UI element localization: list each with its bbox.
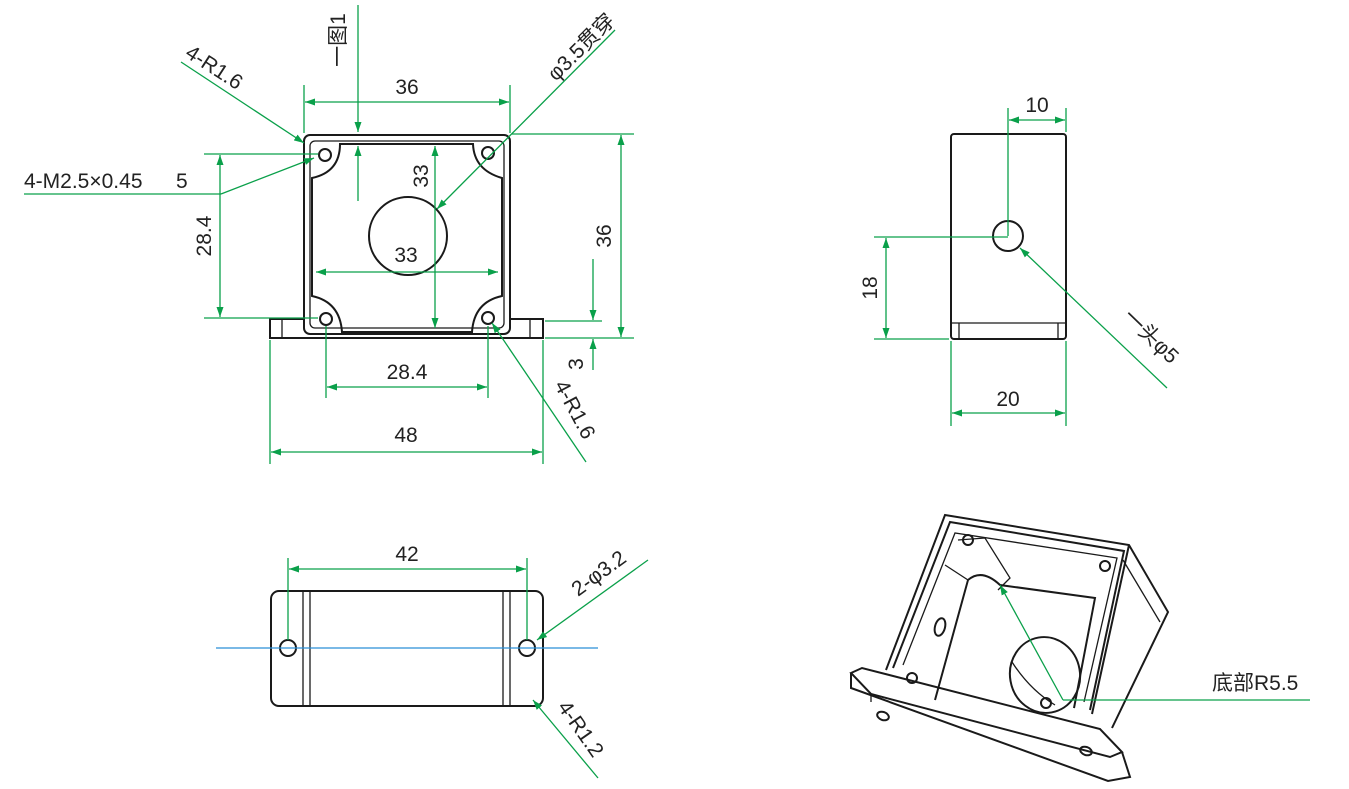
iso-radius-label: 底部R5.5 <box>1212 672 1298 695</box>
hole-label: φ3.5贯穿 <box>543 9 619 85</box>
side-hole-label: 一头φ5 <box>1119 305 1183 368</box>
dim-3-label: 3 <box>565 358 588 370</box>
iso-corner-hole-1 <box>962 534 974 546</box>
iso-box-front-edge <box>1091 544 1130 715</box>
m25-label-suffix: 5 <box>176 170 188 193</box>
front-hole-bottom-right <box>481 311 495 325</box>
iso-flange-hole-left <box>876 710 890 722</box>
front-body-outline <box>303 134 511 335</box>
iso-corner-hole-4 <box>1040 697 1052 709</box>
dim-284w-label: 28.4 <box>387 361 428 384</box>
front-flange-outline <box>269 318 544 339</box>
front-view: 36 一图1 33 33 φ3.5贯穿 4-R1.6 4-M2.5×0.45 5… <box>24 5 634 464</box>
iso-corner-hole-2 <box>1099 560 1111 572</box>
iso-pocket-outline <box>934 574 1097 709</box>
dim-33h-label: 33 <box>410 164 433 187</box>
iso-flange-top <box>849 666 1124 759</box>
r16-bottom-label: 4-R1.6 <box>550 377 600 443</box>
dim-18-label: 18 <box>859 276 882 299</box>
iso-radius-leader-diagonal <box>999 584 1064 701</box>
side-view: 10 18 20 一头φ5 <box>859 94 1183 426</box>
iso-pocket-corner <box>944 564 969 581</box>
iso-flange-hole-right <box>1079 745 1093 757</box>
bottom-holes-leader <box>536 559 649 641</box>
dim-36w-label: 36 <box>395 76 418 99</box>
iso-bottom-hole <box>1008 636 1082 714</box>
iso-box-outline <box>885 513 1170 729</box>
bottom-r12-leader <box>532 699 599 779</box>
front-hole-bottom-left <box>319 312 333 326</box>
dim-42-label: 42 <box>395 543 418 566</box>
view-marker-label: 一图1 <box>327 13 350 67</box>
iso-rim-outline <box>892 520 1126 711</box>
iso-corner-hole-3 <box>906 672 918 684</box>
bottom-r12-label: 4-R1.2 <box>553 697 608 762</box>
dim-20-label: 20 <box>996 388 1019 411</box>
r16-top-label: 4-R1.6 <box>181 41 246 95</box>
front-hole-top-left <box>318 148 332 162</box>
dim-284h-label: 28.4 <box>193 215 216 256</box>
m25-leader-diagonal <box>220 157 315 195</box>
front-pocket-outline <box>311 143 503 333</box>
iso-rim-inner <box>902 532 1118 703</box>
dim-10-label: 10 <box>1025 94 1048 117</box>
iso-flange-front <box>850 673 1132 783</box>
bottom-view: 42 2-φ3.2 4-R1.2 <box>216 543 649 779</box>
front-hole-top-right <box>481 146 495 160</box>
front-body-lip <box>309 140 505 329</box>
iso-side-hole <box>933 617 947 637</box>
m25-label: 4-M2.5×0.45 <box>24 170 143 193</box>
iso-view: 底部R5.5 <box>849 513 1310 783</box>
r16-bottom-leader <box>491 322 587 463</box>
side-hole-leader <box>1019 247 1168 389</box>
iso-box-right-face-line <box>1122 559 1161 623</box>
r16-top-leader <box>180 61 305 144</box>
dim-48-label: 48 <box>394 424 417 447</box>
bottom-holes-label: 2-φ3.2 <box>567 546 630 601</box>
iso-pocket-shelf <box>957 537 1011 591</box>
dim-33w-label: 33 <box>394 244 417 267</box>
dim-36h-label: 36 <box>593 224 616 247</box>
hole-leader <box>436 29 616 210</box>
